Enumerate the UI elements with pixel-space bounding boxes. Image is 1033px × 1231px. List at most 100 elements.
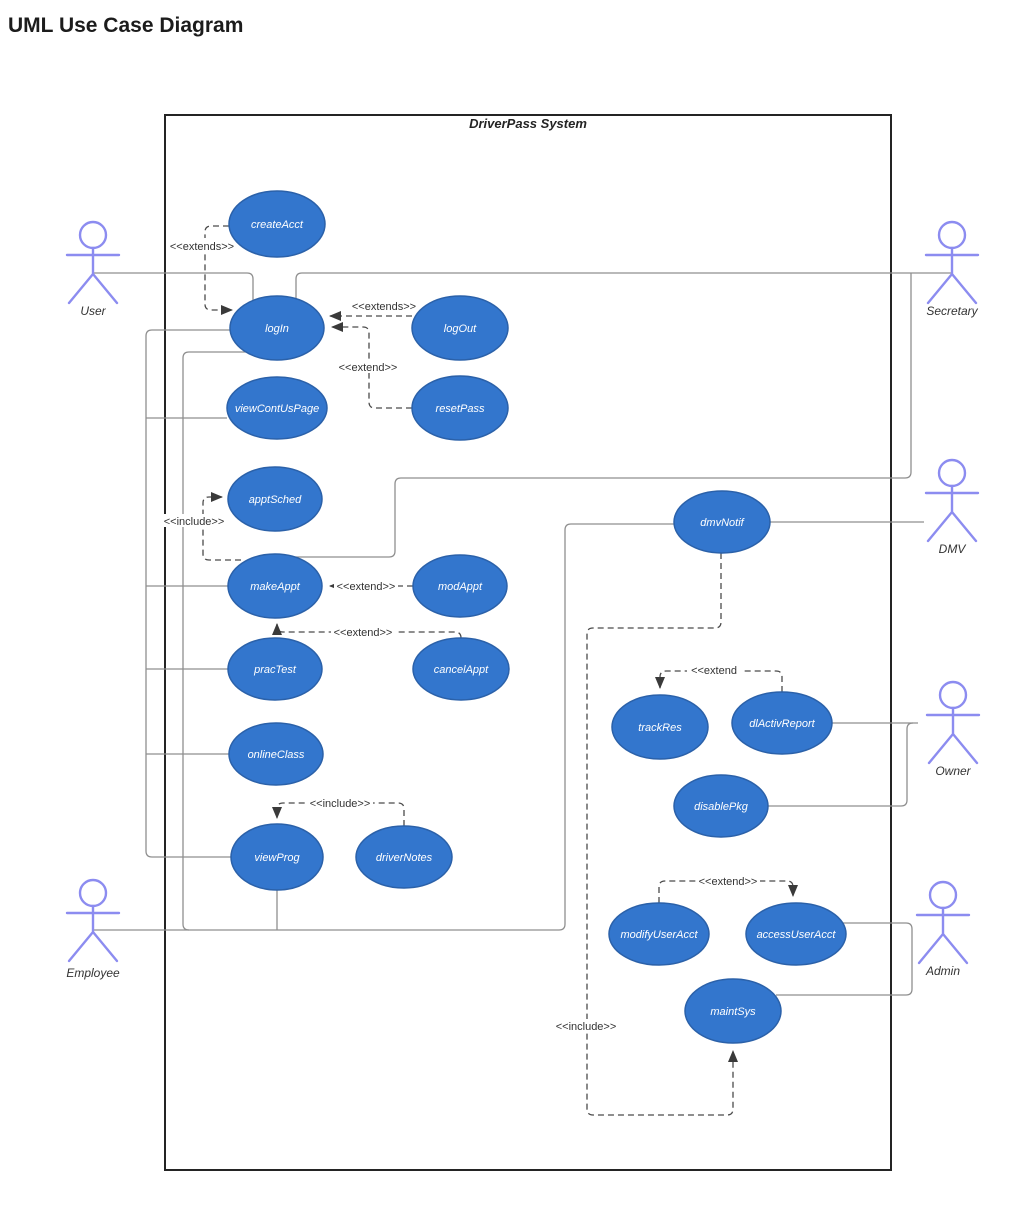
usecase-logIn: logIn xyxy=(229,295,325,361)
usecase-label: logIn xyxy=(265,323,289,335)
association-secretary-makeappt xyxy=(293,273,912,558)
system-boundary xyxy=(164,114,892,1171)
usecase-ellipse xyxy=(229,295,325,361)
relation-label-bg xyxy=(350,299,418,312)
relation-label-bg xyxy=(307,796,373,809)
usecase-label: trackRes xyxy=(638,722,682,734)
usecase-resetPass: resetPass xyxy=(411,375,509,441)
actor-user: User xyxy=(65,220,121,318)
usecase-label: makeAppt xyxy=(250,581,300,593)
usecase-ellipse xyxy=(412,637,510,701)
relation-label-bg xyxy=(161,514,227,527)
association-lines xyxy=(94,272,951,996)
actor-label: DMV xyxy=(939,542,967,556)
usecase-label: maintSys xyxy=(710,1006,756,1018)
association-user-rail xyxy=(145,329,231,858)
actor-label: Admin xyxy=(925,964,960,978)
usecase-maintSys: maintSys xyxy=(684,978,782,1044)
usecase-ellipse xyxy=(355,825,453,889)
actor-body xyxy=(65,904,121,963)
usecase-disablePkg: disablePkg xyxy=(673,774,769,838)
actor-label: Employee xyxy=(66,966,120,980)
usecase-pracTest: pracTest xyxy=(227,637,323,701)
actor-label: User xyxy=(80,304,106,318)
usecase-ellipse xyxy=(227,637,323,701)
usecase-label: resetPass xyxy=(436,403,485,415)
association-admin-accessuseracct-maintsys xyxy=(776,922,913,996)
actor-label: Owner xyxy=(935,764,971,778)
usecase-label: modAppt xyxy=(438,581,483,593)
relation-label-include-drivernotes: <<include>> xyxy=(310,798,371,810)
actor-body xyxy=(924,246,980,305)
usecase-onlineClass: onlineClass xyxy=(228,722,324,786)
relation-label-extends-logout: <<extends>> xyxy=(352,301,416,313)
usecase-ellipse xyxy=(608,902,710,966)
usecase-makeAppt: makeAppt xyxy=(227,553,323,619)
association-secretary-login xyxy=(295,272,951,299)
association-employee-dmvnotif xyxy=(94,523,674,931)
relation-label-extend-modappt: <<extend>> xyxy=(337,581,396,593)
actor-owner: Owner xyxy=(925,680,981,778)
relation-label-bg xyxy=(167,238,237,252)
dependency-cancelappt-makeappt xyxy=(272,623,462,639)
relation-label-extends-createacct: <<extends>> xyxy=(170,241,234,253)
relation-label-bg xyxy=(553,1019,619,1032)
usecase-ellipse xyxy=(731,691,833,755)
usecase-ellipse xyxy=(411,295,509,361)
usecase-ellipse xyxy=(411,375,509,441)
actor-body xyxy=(924,484,980,543)
page-title: UML Use Case Diagram xyxy=(8,14,244,37)
usecase-ellipse xyxy=(745,902,847,966)
actor-employee: Employee xyxy=(65,878,121,980)
usecase-label: dmvNotif xyxy=(700,517,744,529)
usecase-modAppt: modAppt xyxy=(412,554,508,618)
actor-body xyxy=(925,706,981,765)
usecase-ellipse xyxy=(228,190,326,258)
usecase-driverNotes: driverNotes xyxy=(355,825,453,889)
usecase-label: driverNotes xyxy=(376,852,433,864)
dependency-makeappt-apptsched xyxy=(202,492,241,561)
relation-label-extend-cancelappt: <<extend>> xyxy=(334,627,393,639)
relation-label-bg xyxy=(336,360,400,373)
actor-head xyxy=(937,458,967,488)
usecase-label: accessUserAcct xyxy=(757,929,837,941)
usecase-cancelAppt: cancelAppt xyxy=(412,637,510,701)
actor-dmv: DMV xyxy=(924,458,980,556)
relation-label-bg xyxy=(687,663,742,676)
relation-label-include-apptsched: <<include>> xyxy=(164,516,225,528)
usecase-logOut: logOut xyxy=(411,295,509,361)
usecase-label: viewContUsPage xyxy=(235,403,319,415)
usecase-ellipse xyxy=(227,466,323,532)
relation-label-extend-modifyuseracct: <<extend>> xyxy=(699,876,758,888)
usecase-ellipse xyxy=(412,554,508,618)
usecase-accessUserAcct: accessUserAcct xyxy=(745,902,847,966)
actor-secretary: Secretary xyxy=(924,220,980,318)
usecase-ellipse xyxy=(226,376,328,440)
relation-label-include-maintsys: <<include>> xyxy=(556,1021,617,1033)
actor-body xyxy=(65,246,121,305)
dependency-createacct-login xyxy=(204,225,233,315)
usecase-label: onlineClass xyxy=(248,749,305,761)
usecase-label: apptSched xyxy=(249,494,302,506)
usecase-ellipse xyxy=(228,722,324,786)
association-user-login xyxy=(94,272,254,302)
dependency-dlactivreport-trackres xyxy=(655,670,783,692)
relation-label-bg xyxy=(331,625,395,638)
relation-label-bg xyxy=(334,579,398,592)
actor-head xyxy=(928,880,958,910)
actor-head xyxy=(937,220,967,250)
usecase-label: createAcct xyxy=(251,219,304,231)
actor-admin: Admin xyxy=(915,880,971,978)
relation-labels: <<extends>> <<extends>> <<extend>> <<inc… xyxy=(161,238,760,1033)
usecase-label: logOut xyxy=(444,323,477,335)
association-employee-login xyxy=(182,351,247,931)
usecase-modifyUserAcct: modifyUserAcct xyxy=(608,902,710,966)
usecase-label: viewProg xyxy=(254,852,300,864)
usecase-label: dlActivReport xyxy=(749,718,815,730)
usecase-ellipse xyxy=(673,774,769,838)
usecase-viewContUsPage: viewContUsPage xyxy=(226,376,328,440)
usecase-ellipse xyxy=(230,823,324,891)
usecase-label: cancelAppt xyxy=(434,664,489,676)
actor-head xyxy=(938,680,968,710)
